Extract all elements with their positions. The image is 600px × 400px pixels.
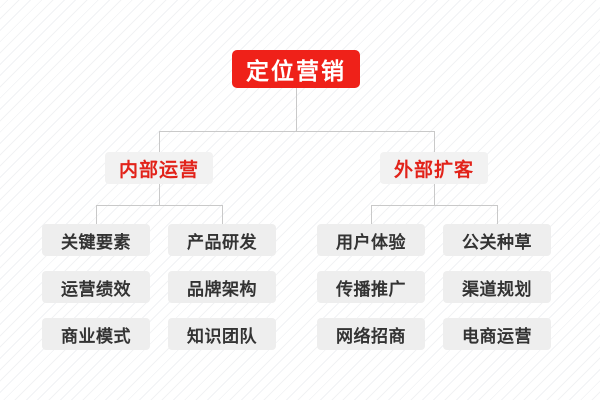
node-leaf-ecommerce-operation[interactable]: 电商运营	[443, 318, 551, 350]
node-leaf-online-investment[interactable]: 网络招商	[317, 318, 425, 350]
connector-branch-left-stem	[159, 184, 160, 205]
connector-root-to-branch-right	[434, 131, 435, 152]
node-leaf-business-model[interactable]: 商业模式	[42, 318, 150, 350]
node-leaf-brand-architecture[interactable]: 品牌架构	[168, 271, 276, 303]
connector-branch-left-bar	[96, 205, 222, 206]
node-leaf-operation-performance[interactable]: 运营绩效	[42, 271, 150, 303]
node-leaf-product-rnd[interactable]: 产品研发	[168, 224, 276, 256]
node-leaf-public-relations[interactable]: 公关种草	[443, 224, 551, 256]
node-leaf-knowledge-team[interactable]: 知识团队	[168, 318, 276, 350]
connector-branch-right-stem	[434, 184, 435, 205]
node-leaf-key-elements[interactable]: 关键要素	[42, 224, 150, 256]
node-leaf-communication-promotion[interactable]: 传播推广	[317, 271, 425, 303]
connector-branch-right-col2	[497, 205, 498, 224]
node-branch-internal-operations[interactable]: 内部运营	[105, 152, 213, 184]
node-branch-external-acquisition[interactable]: 外部扩客	[380, 152, 488, 184]
connector-branch-right-bar	[371, 205, 497, 206]
connector-root-stem	[296, 88, 297, 131]
node-leaf-user-experience[interactable]: 用户体验	[317, 224, 425, 256]
node-leaf-channel-planning[interactable]: 渠道规划	[443, 271, 551, 303]
connector-root-to-branch-left	[159, 131, 160, 152]
connector-branch-right-col1	[371, 205, 372, 224]
node-root[interactable]: 定位营销	[232, 50, 360, 88]
connector-root-bar	[159, 131, 434, 132]
connector-branch-left-col1	[96, 205, 97, 224]
connector-branch-left-col2	[222, 205, 223, 224]
